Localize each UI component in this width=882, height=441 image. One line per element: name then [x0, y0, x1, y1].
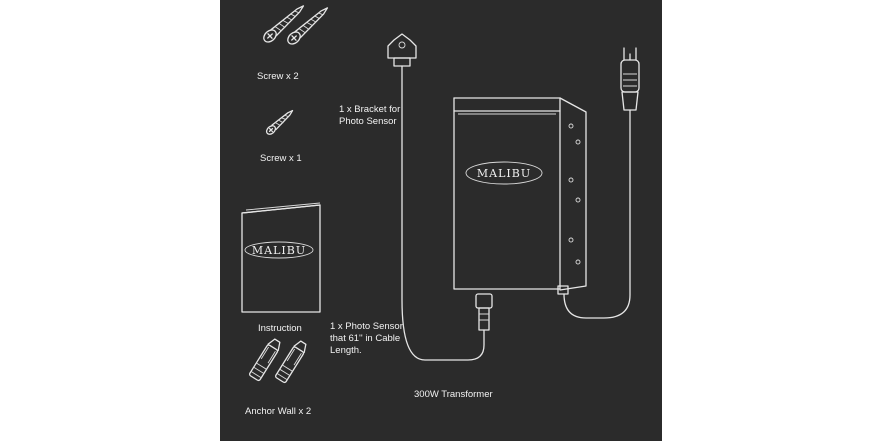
product-contents-panel: MALIBU	[220, 0, 662, 441]
instruction-booklet-icon: MALIBU	[241, 202, 321, 313]
photo-sensor-bracket-icon	[387, 33, 485, 361]
screw-pair-icon	[263, 5, 329, 45]
anchor-wall-label: Anchor Wall x 2	[245, 406, 312, 417]
product-illustration: MALIBU	[241, 5, 640, 384]
screw-x1-label: Screw x 1	[260, 153, 302, 164]
sensor-label-line2: that 61'' in Cable	[330, 333, 401, 344]
single-screw-icon	[265, 109, 294, 135]
transformer-box-icon: MALIBU	[453, 97, 587, 331]
screw-x2-label: Screw x 2	[257, 71, 299, 82]
bracket-label-line2: Photo Sensor	[339, 116, 397, 127]
booklet-logo-text: MALIBU	[252, 244, 306, 257]
transformer-logo-text: MALIBU	[477, 167, 531, 180]
instruction-label: Instruction	[258, 323, 302, 334]
sensor-label-line1: 1 x Photo Sensor	[330, 321, 403, 332]
wall-anchor-pair-icon	[249, 338, 307, 384]
bracket-label-line1: 1 x Bracket for	[339, 104, 401, 115]
power-cord-plug-icon	[563, 47, 640, 319]
sensor-label-line3: Length.	[330, 345, 362, 356]
transformer-label: 300W Transformer	[414, 389, 493, 400]
